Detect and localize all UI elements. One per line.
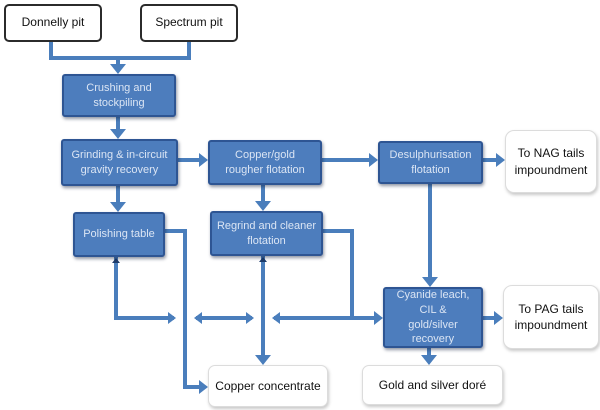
connector-desulph-cyanide xyxy=(428,184,432,278)
node-grinding-gravity: Grinding & in-circuit gravity recovery xyxy=(61,139,178,186)
node-label: Regrind and cleaner flotation xyxy=(216,219,317,247)
connector-cyanide-pag xyxy=(483,316,495,320)
connector-cyanide-dore xyxy=(427,348,431,357)
connector-crushing-grinding xyxy=(116,117,120,131)
node-regrind-cleaner: Regrind and cleaner flotation xyxy=(210,211,323,256)
arrowhead-into-rougher xyxy=(199,153,208,167)
node-spectrum-pit: Spectrum pit xyxy=(140,4,238,42)
arrowhead-into-cyanide-left xyxy=(374,311,383,325)
node-nag-tails: To NAG tails impoundment xyxy=(505,130,597,193)
connector-merge-bar xyxy=(49,56,191,60)
node-label: Crushing and stockpiling xyxy=(86,81,152,109)
arrowhead-into-copper-conc-top xyxy=(255,355,271,365)
node-desulphurisation: Desulphurisation flotation xyxy=(378,141,483,184)
node-label: Copper/gold rougher flotation xyxy=(225,148,305,176)
connector-regrind-right xyxy=(323,229,354,233)
node-label: Donnelly pit xyxy=(21,15,85,30)
arrowhead-into-polishing xyxy=(110,202,126,212)
connector-regrind-bottom-drop xyxy=(261,256,265,356)
node-label: To PAG tails impoundment xyxy=(514,301,588,332)
node-cyanide-leach: Cyanide leach, CIL & gold/silver recover… xyxy=(383,287,483,348)
connector-tails-main xyxy=(114,316,375,320)
arrowhead-into-copper-conc-left xyxy=(199,380,208,394)
node-label: Spectrum pit xyxy=(155,15,223,30)
arrowhead-into-regrind xyxy=(255,201,271,211)
arrowhead-into-pag xyxy=(494,311,503,325)
node-gold-silver-dore: Gold and silver doré xyxy=(362,365,503,405)
jump-arrow-right-b xyxy=(272,312,280,324)
arrowhead-into-desulph xyxy=(369,153,378,167)
connector-polishing-bottom-drop xyxy=(114,257,118,320)
jump-arrow-left-b xyxy=(194,312,202,324)
connector-grinding-polishing xyxy=(116,186,120,203)
connector-regrind-right-drop xyxy=(350,229,354,320)
node-copper-gold-rougher: Copper/gold rougher flotation xyxy=(208,140,322,185)
arrowhead-into-crushing xyxy=(110,64,126,74)
arrowhead-into-regrind-bottom xyxy=(259,257,267,262)
connector-desulph-nag xyxy=(483,158,497,162)
node-label: Cyanide leach, CIL & gold/silver recover… xyxy=(396,288,470,346)
node-label: Grinding & in-circuit gravity recovery xyxy=(71,148,168,176)
connector-rougher-desulph xyxy=(322,158,370,162)
connector-donnelly-drop xyxy=(49,40,53,60)
connector-spectrum-drop xyxy=(187,40,191,60)
node-crushing-stockpiling: Crushing and stockpiling xyxy=(62,74,176,117)
node-label: Copper concentrate xyxy=(215,378,321,393)
arrowhead-into-cyanide-top xyxy=(422,277,438,287)
arrowhead-into-dore xyxy=(421,355,437,365)
arrowhead-into-grinding xyxy=(110,129,126,139)
jump-arrow-left-a xyxy=(168,312,176,324)
connector-polishing-to-copper-conc-drop xyxy=(183,229,187,389)
node-label: Desulphurisation flotation xyxy=(389,148,472,176)
connector-to-crushing xyxy=(116,58,120,66)
connector-rougher-regrind xyxy=(261,185,265,202)
connector-grinding-rougher xyxy=(178,158,200,162)
arrowhead-into-polishing-bottom xyxy=(112,258,120,263)
node-pag-tails: To PAG tails impoundment xyxy=(503,285,599,349)
node-label: To NAG tails impoundment xyxy=(514,146,588,177)
node-label: Gold and silver doré xyxy=(378,377,487,392)
node-polishing-table: Polishing table xyxy=(73,212,165,257)
connector-polishing-right xyxy=(165,229,187,233)
node-copper-concentrate: Copper concentrate xyxy=(208,365,328,407)
connector-into-copper-conc-left xyxy=(183,385,200,389)
jump-arrow-right-a xyxy=(246,312,254,324)
node-donnelly-pit: Donnelly pit xyxy=(4,4,102,42)
node-label: Polishing table xyxy=(83,228,155,241)
arrowhead-into-nag xyxy=(496,153,505,167)
